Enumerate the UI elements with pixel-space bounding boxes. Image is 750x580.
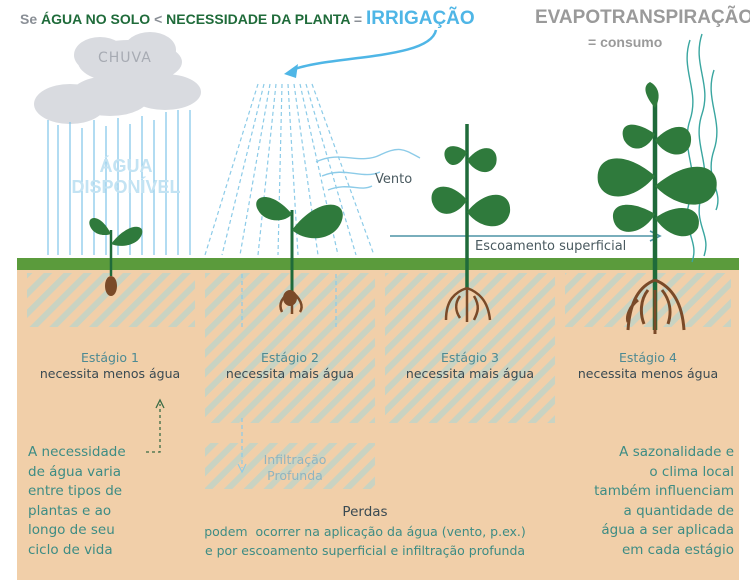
runoff-label: Escoamento superficial [475, 239, 627, 254]
left-note-line: entre tipos de [28, 483, 123, 499]
right-note-line: o clima local [649, 463, 734, 480]
header-prefix: Se [20, 11, 38, 27]
wind-label: Vento [375, 172, 413, 187]
rain-lines [47, 110, 191, 255]
stage-4-label: Estágio 4 necessita menos água [565, 350, 731, 382]
left-note: A necessidade de água varia entre tipos … [28, 443, 158, 560]
infiltration-line1: Infiltração [263, 452, 327, 467]
stage-4-name: Estágio 4 [619, 350, 677, 365]
left-note-line: A necessidade [28, 444, 126, 460]
stage-3-label: Estágio 3 necessita mais água [385, 350, 555, 382]
right-note-line: em cada estágio [621, 541, 734, 558]
infiltration-arrows [241, 274, 337, 468]
rain-cloud [34, 32, 201, 124]
plant-stage-2 [256, 196, 343, 314]
stage-1-need: necessita menos água [39, 366, 181, 381]
right-note-line: A sazonalidade e [619, 444, 734, 460]
plant-stage-1 [89, 217, 143, 296]
header-water-in-soil: ÁGUA NO SOLO [41, 11, 151, 27]
stage-4-need: necessita menos água [577, 366, 719, 381]
stage-1-name: Estágio 1 [81, 350, 139, 365]
losses-line2: e por escoamento superficial e infiltraç… [204, 543, 526, 558]
available-water-label: ÁGUA DISPONÍVEL [56, 156, 196, 198]
left-note-line: longo de seu [28, 522, 115, 538]
left-note-line: plantas e ao [28, 502, 112, 519]
deep-infiltration-zone [205, 443, 375, 489]
header-irrigation: IRRIGAÇÃO [365, 8, 475, 29]
evapotranspiration-subtitle: = consumo [588, 34, 663, 50]
stage-2-name: Estágio 2 [261, 350, 319, 365]
infiltration-line2: Profunda [267, 468, 323, 483]
losses-title: Perdas [342, 504, 388, 520]
irrigation-arrow [291, 29, 438, 72]
stage-2-need: necessita mais água [225, 366, 355, 381]
root-zone-stage-4 [565, 273, 731, 327]
losses-line1: podem ocorrer na aplicação da água (vent… [204, 524, 526, 539]
left-note-line: ciclo de vida [28, 541, 113, 558]
note-arrow [146, 404, 161, 453]
available-water-line2: DISPONÍVEL [71, 177, 181, 197]
right-note-line: água a ser aplicada [601, 522, 734, 538]
header-plant-need: NECESSIDADE DA PLANTA [166, 11, 350, 27]
evapotranspiration-title: EVAPOTRANSPIRAÇÃO [535, 7, 750, 28]
ground-grass [17, 258, 739, 270]
wind-lines [315, 148, 421, 191]
stage-3-name: Estágio 3 [441, 350, 499, 365]
plant-stage-3 [431, 124, 511, 322]
losses-block: Perdas podem ocorrer na aplicação da águ… [160, 503, 570, 560]
plant-stage-4 [597, 82, 717, 334]
cloud-label: CHUVA [98, 50, 152, 66]
left-note-line: de água varia [28, 463, 121, 480]
header-equals: = [353, 11, 363, 27]
infiltration-label: Infiltração Profunda [250, 452, 340, 484]
stage-3-need: necessita mais água [405, 366, 535, 381]
stage-1-label: Estágio 1 necessita menos água [25, 350, 195, 382]
right-note-line: a quantidade de [623, 502, 734, 519]
irrigation-spray [204, 83, 375, 256]
right-note-line: também influenciam [594, 483, 734, 499]
root-zone-stage-3 [385, 273, 555, 423]
right-note: A sazonalidade e o clima local também in… [578, 443, 734, 560]
header-less-than: < [154, 11, 163, 27]
stage-2-label: Estágio 2 necessita mais água [205, 350, 375, 382]
available-water-line1: ÁGUA [99, 156, 153, 176]
header-formula: Se ÁGUA NO SOLO < NECESSIDADE DA PLANTA … [20, 8, 475, 30]
